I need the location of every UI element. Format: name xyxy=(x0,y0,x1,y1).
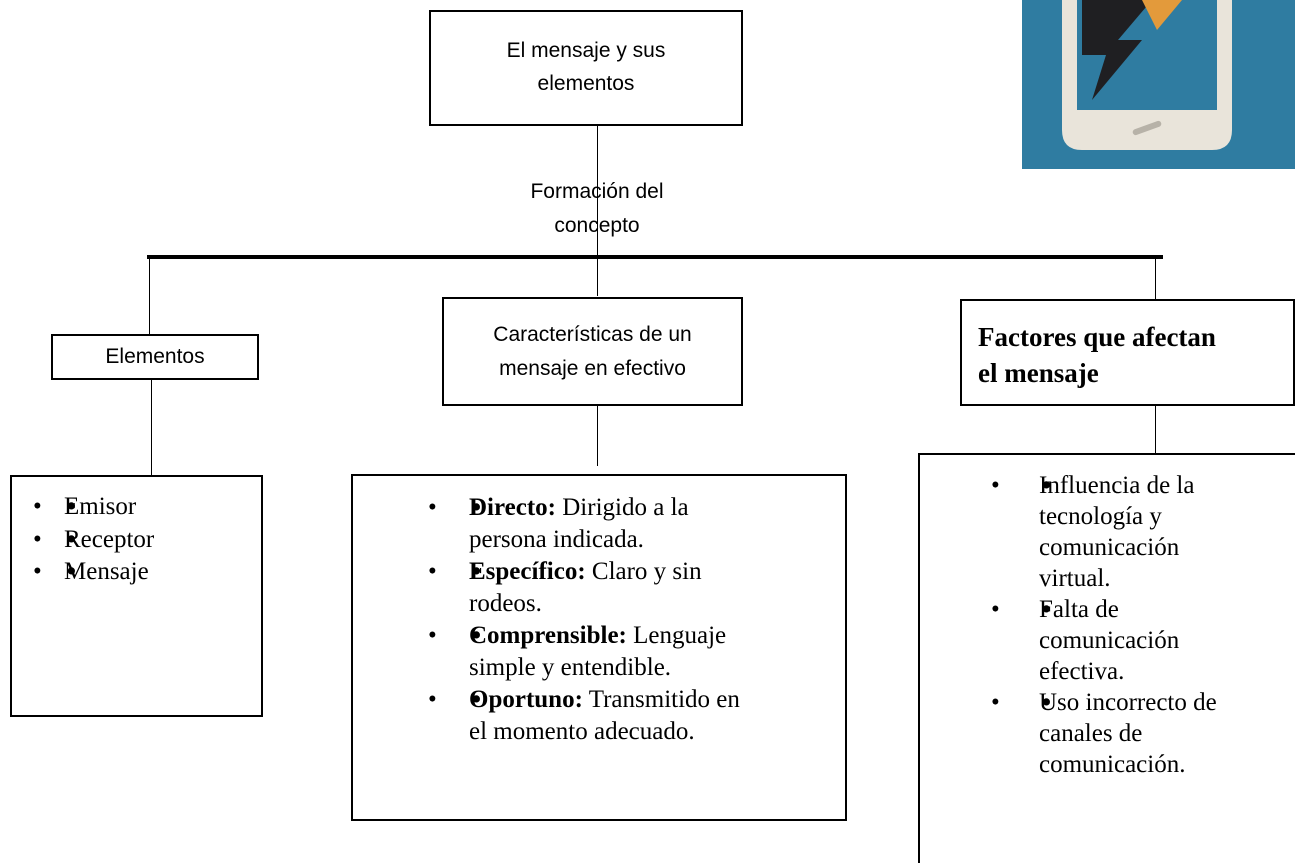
elementos-list-box: •Emisor •Receptor •Mensaje xyxy=(10,475,263,717)
elementos-title: Elementos xyxy=(105,345,205,368)
right-branch-connector xyxy=(1155,258,1156,300)
root-label-line2: elementos xyxy=(537,72,635,95)
factores-title-line2: el mensaje xyxy=(978,358,1099,388)
root-label-line1: El mensaje y sus xyxy=(506,39,666,63)
elementos-node: Elementos xyxy=(51,334,259,380)
root-node: El mensaje y sus elementos xyxy=(429,10,743,126)
root-connector xyxy=(597,126,598,296)
elementos-list: •Emisor •Receptor •Mensaje xyxy=(12,491,261,589)
factores-connector xyxy=(1155,406,1156,454)
caracteristicas-connector xyxy=(597,406,598,466)
list-item: •Emisor xyxy=(12,491,261,524)
left-branch-connector xyxy=(149,258,150,335)
connector-label-line2: concepto xyxy=(554,213,640,237)
connector-label-line1: Formación del xyxy=(530,180,664,203)
horizontal-connector xyxy=(147,255,1163,259)
factores-title-line1: Factores que afectan xyxy=(978,322,1216,352)
smartphone-illustration xyxy=(1022,0,1295,169)
connector-label: Formación del concepto xyxy=(482,175,712,242)
caracteristicas-node: Características de un mensaje en efectiv… xyxy=(442,297,743,406)
elementos-connector xyxy=(151,380,152,476)
list-item: •Receptor xyxy=(12,524,261,557)
list-item: •Mensaje xyxy=(12,556,261,589)
factores-node: Factores que afectan el mensaje xyxy=(960,299,1295,406)
caracteristicas-title-line1: Características de un xyxy=(493,322,692,346)
caracteristicas-title-line2: mensaje en efectivo xyxy=(499,356,686,380)
